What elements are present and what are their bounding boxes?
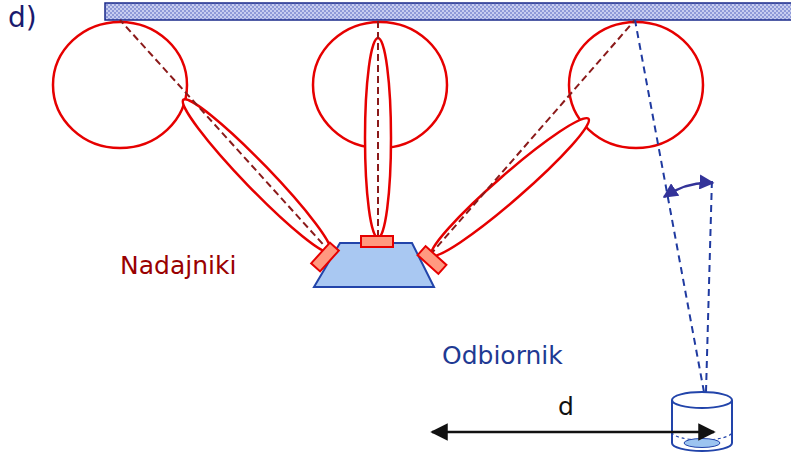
beam-lobe [423, 109, 597, 265]
view-angle-arc [664, 183, 713, 197]
distance-arrow [432, 431, 714, 434]
distance-label: d [558, 393, 574, 422]
emitter [418, 246, 447, 274]
receiver [672, 392, 732, 451]
beam-axis [120, 20, 330, 252]
emitter [361, 236, 393, 247]
ceiling-bar [105, 3, 791, 20]
light-spot [53, 22, 187, 148]
transmitters-label: Nadajniki [120, 252, 236, 281]
panel-letter: d) [8, 2, 37, 34]
beams [174, 38, 597, 265]
emitters [311, 236, 446, 274]
view-line [635, 20, 704, 392]
emitter [311, 243, 339, 272]
receiver-view [635, 20, 712, 392]
beam-axis [377, 20, 379, 237]
beam-axis [430, 20, 635, 255]
light-spot [569, 22, 703, 148]
beam-axes [120, 20, 635, 255]
receiver-label: Odbiornik [442, 342, 563, 371]
view-line [706, 178, 712, 392]
